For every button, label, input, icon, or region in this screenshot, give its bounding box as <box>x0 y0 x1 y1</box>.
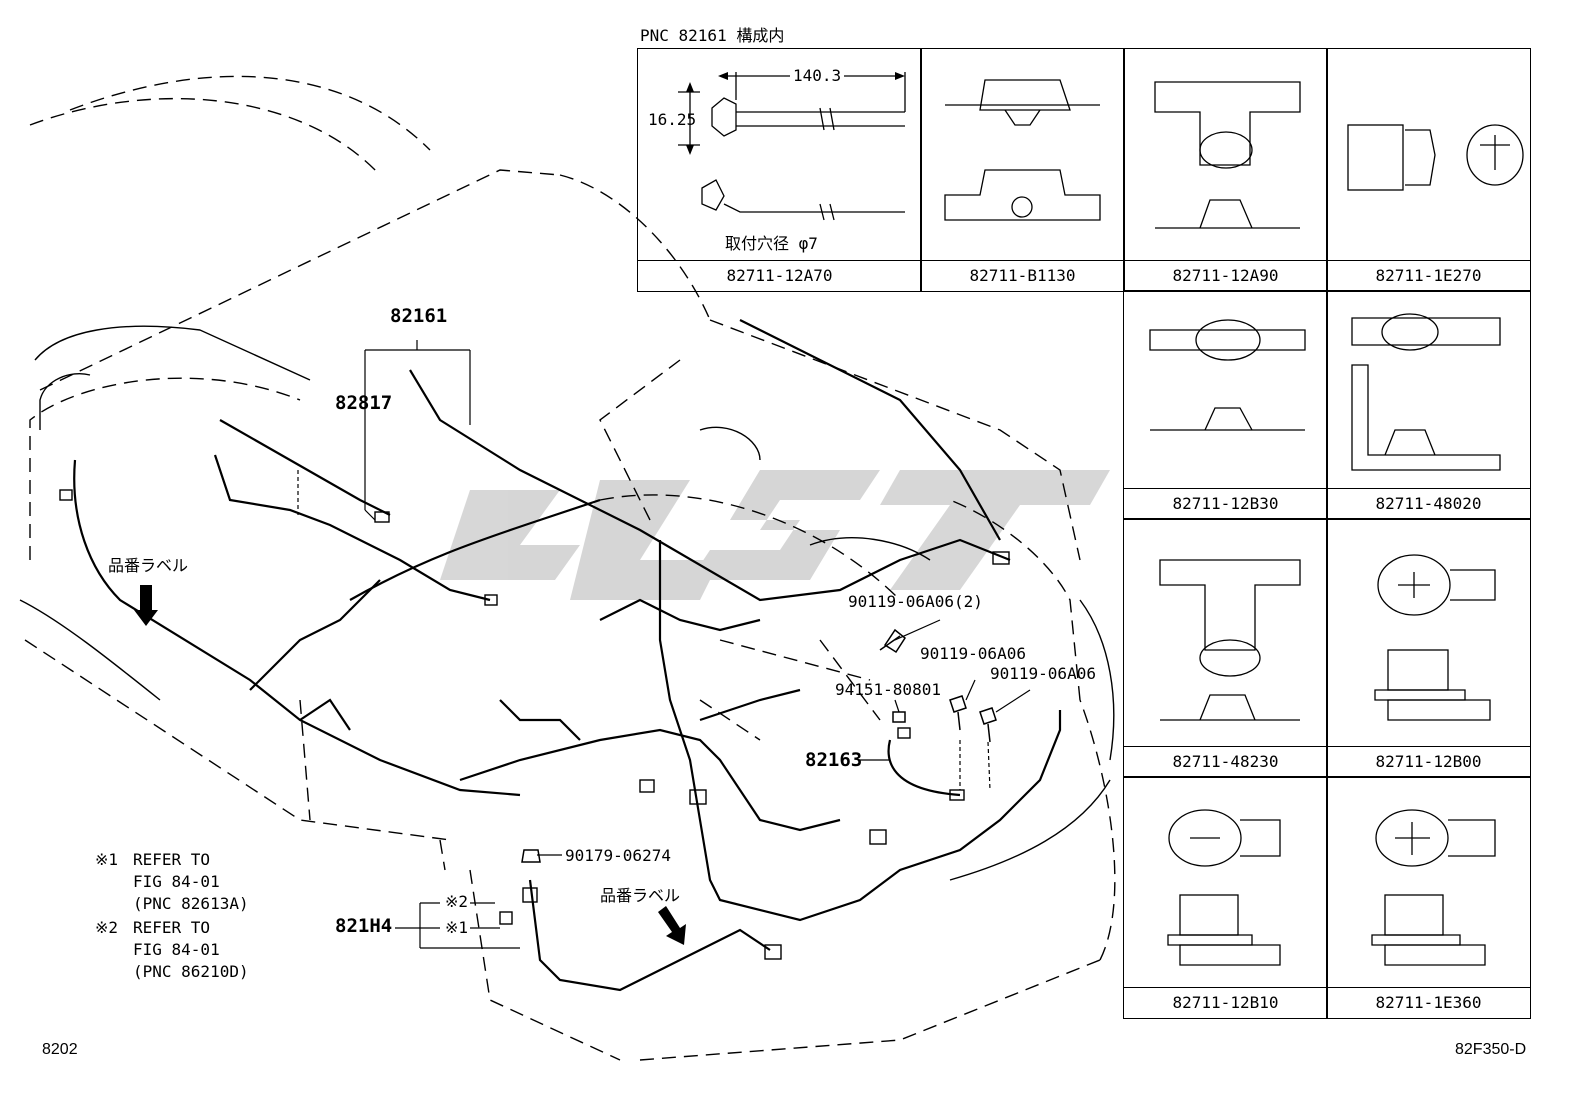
part-cell: 82711-48020 <box>1326 290 1531 520</box>
note-line: REFER TO <box>133 850 211 869</box>
callout-82817: 82817 <box>335 392 393 414</box>
watermark-logo <box>440 470 1110 600</box>
parts-illustrations <box>678 72 1524 966</box>
note-line: (PNC 86210D) <box>133 962 249 981</box>
car-body-lines <box>19 325 1115 881</box>
part-cell: 82711-1E360 <box>1326 776 1531 1019</box>
callout-bolt-2: 90119-06A06 <box>920 644 1026 663</box>
arrow-icons <box>134 72 905 945</box>
part-cell: 82711-12B10 <box>1123 776 1328 1019</box>
wiring-harness-lines <box>73 319 1062 992</box>
leader-lines <box>297 340 1031 949</box>
part-number: 82711-48230 <box>1124 746 1327 777</box>
callout-nut-2: 90179-06274 <box>565 846 671 865</box>
car-body-outline <box>24 75 1116 1061</box>
callout-82161: 82161 <box>390 305 448 327</box>
part-cell: 82711-12A90 <box>1123 48 1328 292</box>
callout-82163: 82163 <box>805 749 863 771</box>
part-cell: 82711-12A70 <box>637 48 922 292</box>
part-number: 82711-12B10 <box>1124 987 1327 1018</box>
note-line: (PNC 82613A) <box>133 894 249 913</box>
part-number: 82711-1E270 <box>1327 260 1530 291</box>
part-cell: 82711-12B30 <box>1123 290 1328 520</box>
ref-mark-2: ※2 <box>445 892 469 911</box>
part-cell: 82711-B1130 <box>920 48 1125 292</box>
callout-bolt-1: 90119-06A06(2) <box>848 592 983 611</box>
part-number: 82711-48020 <box>1327 488 1530 519</box>
mount-hole-note: 取付穴径 φ7 <box>725 234 818 253</box>
page-code: 8202 <box>42 1041 78 1058</box>
note-mark: ※1 <box>95 850 119 869</box>
part-number: 82711-12A70 <box>638 260 921 291</box>
callout-nut-1: 94151-80801 <box>835 680 941 699</box>
note-line: FIG 84-01 <box>133 872 220 891</box>
pnc-note: PNC 82161 構成内 <box>640 26 785 45</box>
dimension-length: 140.3 <box>790 68 845 84</box>
part-number: 82711-B1130 <box>921 260 1124 291</box>
connector-marks <box>59 489 1010 960</box>
part-cell: 82711-48230 <box>1123 518 1328 778</box>
figure-code: 82F350-D <box>1455 1041 1527 1058</box>
note-line: REFER TO <box>133 918 211 937</box>
bolt-icons <box>521 628 997 863</box>
note-line: FIG 84-01 <box>133 940 220 959</box>
callout-821H4: 821H4 <box>335 915 393 937</box>
part-number: 82711-1E360 <box>1327 987 1530 1018</box>
part-cell: 82711-12B00 <box>1326 518 1531 778</box>
part-number: 82711-12A90 <box>1124 260 1327 291</box>
part-label-note-bottom: 品番ラベル <box>600 886 681 905</box>
dimension-height: 16.25 <box>648 110 697 129</box>
part-cell: 82711-1E270 <box>1326 48 1531 292</box>
part-number: 82711-12B30 <box>1124 488 1327 519</box>
note-mark: ※2 <box>95 918 119 937</box>
part-number: 82711-12B00 <box>1327 746 1530 777</box>
ref-mark-1: ※1 <box>445 918 469 937</box>
callout-bolt-3: 90119-06A06 <box>990 664 1096 683</box>
part-label-note-left: 品番ラベル <box>108 556 189 575</box>
